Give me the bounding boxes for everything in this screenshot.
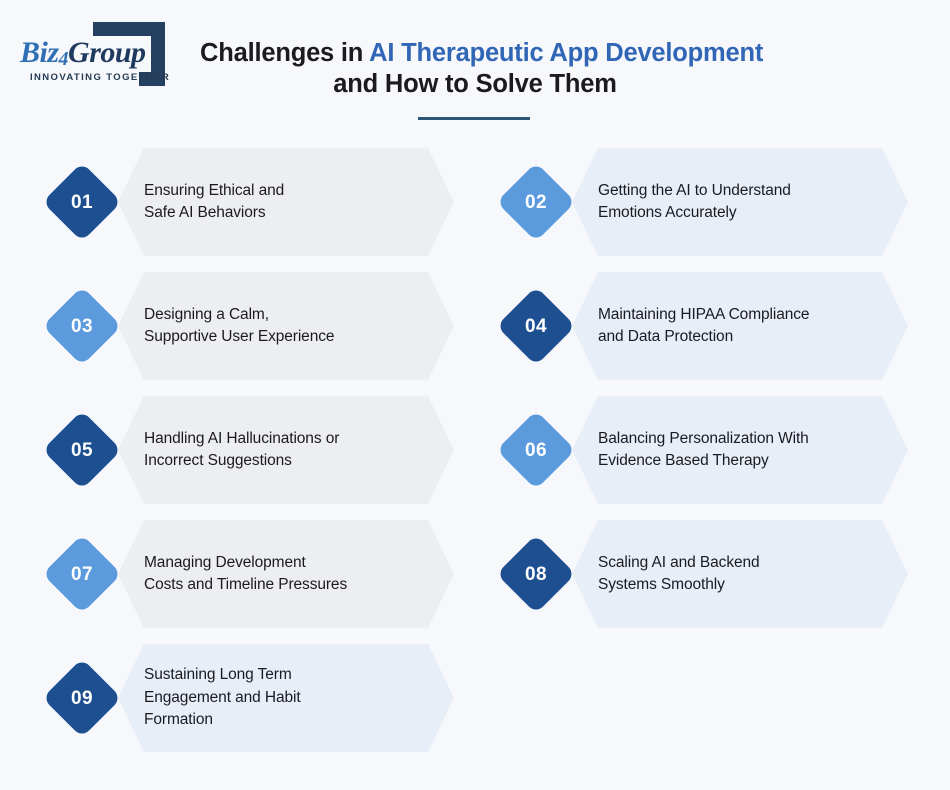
item-text-line: Costs and Timeline Pressures [144,576,348,593]
item-card-shape [572,272,908,380]
infographic-header: Biz4Group INNOVATING TOGETHER Challenges… [0,0,950,140]
item-number-badge: 06 [496,410,576,490]
logo-word-group: Group [68,36,146,69]
logo-tagline: INNOVATING TOGETHER [30,72,171,83]
item-text-line: Sustaining Long Term [144,666,292,684]
item-text-line: Incorrect Suggestions [144,452,292,469]
item-text-line: Ensuring Ethical and [144,181,285,199]
list-item[interactable]: 02 Getting the AI to Understand Emotions… [496,148,918,256]
item-text-line: Managing Development [144,553,306,571]
item-text: Getting the AI to Understand Emotions Ac… [598,148,898,256]
list-item[interactable]: 03 Designing a Calm, Supportive User Exp… [42,272,464,380]
item-text: Sustaining Long Term Engagement and Habi… [144,644,444,752]
item-card-shape [118,272,454,380]
item-text: Scaling AI and Backend Systems Smoothly [598,520,898,628]
list-item[interactable]: 01 Ensuring Ethical and Safe AI Behavior… [42,148,464,256]
item-text-line: Designing a Calm, [144,305,269,323]
item-text-line: Systems Smoothly [598,576,725,593]
item-card-shape [118,520,454,628]
item-text: Designing a Calm, Supportive User Experi… [144,272,444,380]
item-text-line: Balancing Personalization With [598,429,809,447]
page-title-line-2: and How to Solve Them [333,70,617,98]
item-text-line: and Data Protection [598,328,734,345]
item-card-shape [118,644,454,752]
list-item[interactable]: 08 Scaling AI and Backend Systems Smooth… [496,520,918,628]
item-number-badge: 02 [496,162,576,242]
page-title-accent: AI Therapeutic App Development [369,39,764,67]
item-number: 02 [525,191,547,213]
item-text-line: Scaling AI and Backend [598,553,760,571]
item-card-shape [572,520,908,628]
item-text-line: Emotions Accurately [598,204,737,221]
list-item[interactable]: 09 Sustaining Long Term Engagement and H… [42,644,464,752]
item-card-shape [572,148,908,256]
item-card-shape [118,148,454,256]
item-text-line: Engagement and Habit [144,688,301,706]
item-text: Managing Development Costs and Timeline … [144,520,444,628]
list-item[interactable]: 04 Maintaining HIPAA Compliance and Data… [496,272,918,380]
title-underline-rule [418,117,530,120]
list-item[interactable]: 05 Handling AI Hallucinations or Incorre… [42,396,464,504]
page-title-line-1: Challenges in AI Therapeutic App Develop… [200,38,763,69]
challenge-list: 01 Ensuring Ethical and Safe AI Behavior… [0,148,950,788]
item-number: 01 [71,191,93,213]
item-number: 08 [525,563,547,585]
item-card-shape [572,396,908,504]
item-text-line: Handling AI Hallucinations or [144,429,340,447]
item-text: Handling AI Hallucinations or Incorrect … [144,396,444,504]
item-text: Maintaining HIPAA Compliance and Data Pr… [598,272,898,380]
brand-logo: Biz4Group INNOVATING TOGETHER [18,20,178,92]
page-title-plain: Challenges in [200,39,370,67]
item-number: 04 [525,315,547,337]
item-text-line: Supportive User Experience [144,328,335,345]
item-number-badge: 07 [42,534,122,614]
item-number-badge: 05 [42,410,122,490]
logo-wordmark: Biz4Group [20,36,160,71]
item-text-line: Getting the AI to Understand [598,181,791,199]
item-number-badge: 01 [42,162,122,242]
item-number: 09 [71,687,93,709]
item-number-badge: 03 [42,286,122,366]
item-number: 03 [71,315,93,337]
item-text-line: Evidence Based Therapy [598,452,769,469]
list-item[interactable]: 07 Managing Development Costs and Timeli… [42,520,464,628]
item-text-line: Formation [144,711,213,729]
list-item[interactable]: 06 Balancing Personalization With Eviden… [496,396,918,504]
item-number-badge: 08 [496,534,576,614]
item-number: 05 [71,439,93,461]
item-card-shape [118,396,454,504]
item-number: 07 [71,563,93,585]
page-title: Challenges in AI Therapeutic App Develop… [200,38,763,100]
item-text: Balancing Personalization With Evidence … [598,396,898,504]
logo-word-biz: Biz [20,36,59,69]
item-text-line: Maintaining HIPAA Compliance [598,305,810,323]
item-text-line: Safe AI Behaviors [144,204,266,221]
item-number-badge: 04 [496,286,576,366]
logo-bracket-shape [93,22,165,86]
item-number-badge: 09 [42,658,122,738]
item-text: Ensuring Ethical and Safe AI Behaviors [144,148,444,256]
item-number: 06 [525,439,547,461]
logo-word-four: 4 [58,48,69,70]
